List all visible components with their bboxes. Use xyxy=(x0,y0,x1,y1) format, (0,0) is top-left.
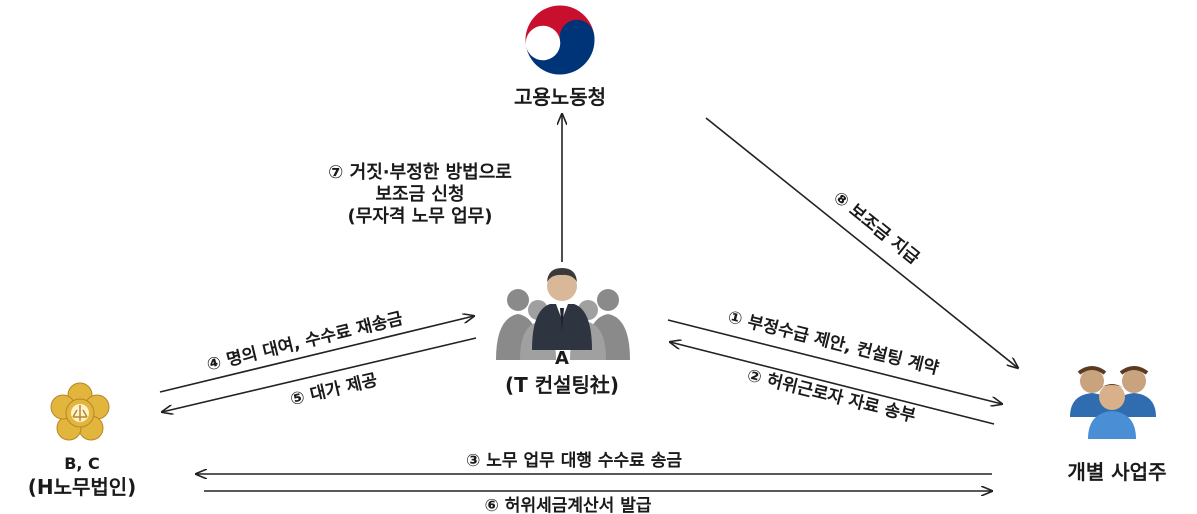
consultant-label-line1: A xyxy=(555,348,569,369)
edge-4-label: ④ 명의 대여, 수수료 재송금 xyxy=(205,309,405,376)
edge-5-label: ⑤ 대가 제공 xyxy=(288,370,379,410)
employer-label: 개별 사업주 xyxy=(1068,460,1167,484)
arrow-2 xyxy=(670,342,995,425)
government-emblem-icon xyxy=(525,5,595,75)
labor-firm-label-line2: (H노무법인) xyxy=(28,475,137,499)
edge-7-line3: (무자격 노무 업무) xyxy=(348,206,493,227)
edge-7-line2: 보조금 신청 xyxy=(375,184,464,205)
people-group-icon xyxy=(1070,366,1156,439)
labor-attorney-badge-icon xyxy=(50,382,110,441)
ministry-label: 고용노동청 xyxy=(514,85,606,109)
consultant-label-line2: (T 컨설팅社) xyxy=(505,373,619,397)
arrow-8 xyxy=(705,117,1018,368)
businessman-group-icon xyxy=(496,268,630,360)
arrow-1 xyxy=(667,319,1002,404)
edge-7-line1: ⑦ 거짓·부정한 방법으로 xyxy=(328,162,512,183)
edge-3-label: ③ 노무 업무 대행 수수료 송금 xyxy=(466,451,682,471)
labor-firm-label-line1: B, C xyxy=(64,454,100,473)
edge-2-label: ② 허위근로자 자료 송부 xyxy=(745,366,918,427)
edge-6-label: ⑥ 허위세금계산서 발급 xyxy=(485,496,652,514)
arrow-4 xyxy=(159,316,474,393)
arrow-5 xyxy=(162,337,477,412)
